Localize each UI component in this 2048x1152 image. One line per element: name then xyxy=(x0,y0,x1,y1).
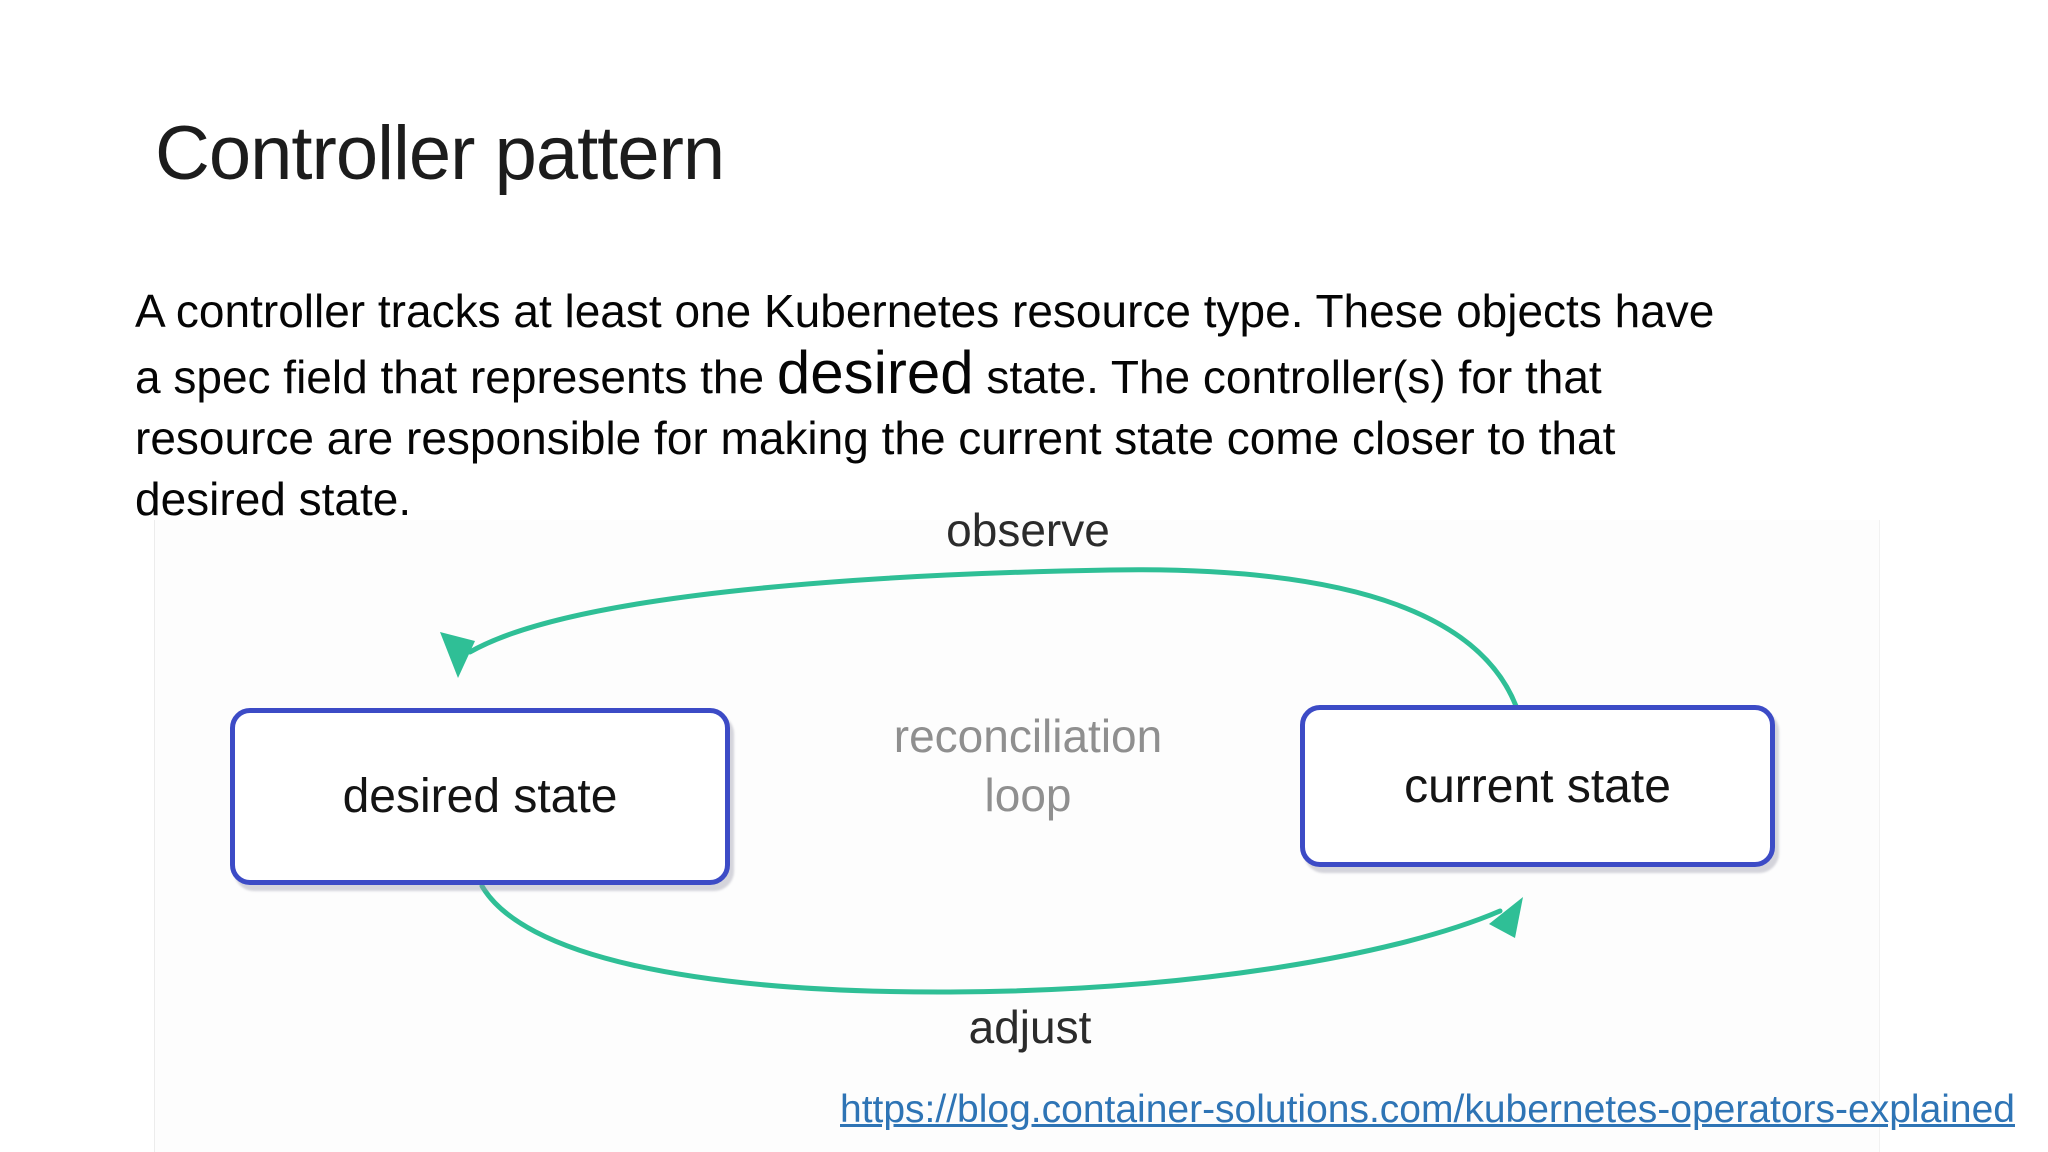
reconciliation-loop-label-line1: reconciliation xyxy=(893,710,1163,762)
source-link[interactable]: https://blog.container-solutions.com/kub… xyxy=(840,1088,2015,1131)
source-link-container: https://blog.container-solutions.com/kub… xyxy=(700,1088,2015,1132)
body-line-2-pre: a spec field that represents the xyxy=(135,351,777,403)
page-title: Controller pattern xyxy=(155,111,725,196)
body-line-1: A controller tracks at least one Kuberne… xyxy=(135,285,1715,337)
body-line-4: desired state. xyxy=(135,473,412,525)
observe-label: observe xyxy=(946,504,1110,556)
desired-state-label: desired state xyxy=(342,770,618,823)
body-line-3: resource are responsible for making the … xyxy=(135,412,1616,464)
body-line-2: a spec field that represents the desired… xyxy=(135,342,2040,408)
adjust-label: adjust xyxy=(968,1001,1092,1053)
desired-state-box: desired state xyxy=(230,708,730,885)
current-state-box: current state xyxy=(1300,705,1775,867)
desired-emphasis: desired xyxy=(776,339,974,406)
reconciliation-loop-label: reconciliation loop xyxy=(868,707,1188,825)
current-state-label: current state xyxy=(1404,759,1671,813)
reconciliation-loop-label-line2: loop xyxy=(984,769,1072,821)
body-line-2-post: state. The controller(s) for that xyxy=(973,351,1602,403)
body-paragraph: A controller tracks at least one Kuberne… xyxy=(135,281,2040,530)
